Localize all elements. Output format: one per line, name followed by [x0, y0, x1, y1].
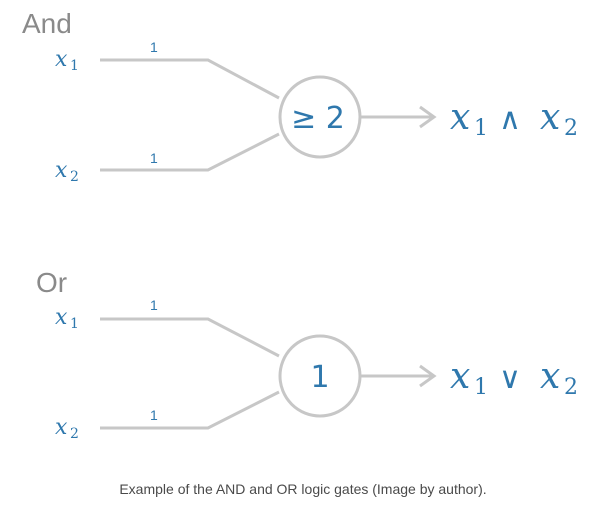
and-input-x2-var: x [55, 158, 68, 183]
or-input-x2-sub: 2 [70, 426, 79, 442]
or-threshold: 1 [310, 360, 329, 395]
and-output-operator: ∧ [499, 102, 521, 137]
and-gate-diagram: And x 1 x 2 1 1 ≥ 2 [22, 8, 578, 185]
logic-gates-figure: And x 1 x 2 1 1 ≥ 2 [22, 8, 578, 442]
or-output-expression: x 1 ∨ x 2 [450, 356, 578, 400]
and-wire-2 [100, 132, 280, 172]
and-input-x1-label: x 1 [55, 47, 79, 74]
or-output-b-var: x [540, 356, 560, 397]
and-output-a-var: x [450, 97, 470, 138]
or-wire-1 [100, 317, 280, 358]
or-output-a-var: x [450, 356, 470, 397]
and-input-x2-sub: 2 [70, 169, 79, 185]
and-output-expression: x 1 ∧ x 2 [450, 97, 578, 141]
and-input-x2-label: x 2 [55, 158, 79, 185]
or-input-x1-label: x 1 [55, 305, 79, 332]
figure-caption: Example of the AND and OR logic gates (I… [119, 481, 487, 497]
or-output-operator: ∨ [499, 361, 521, 396]
and-wire-1 [100, 58, 280, 100]
or-gate-diagram: Or x 1 x 2 1 1 1 [36, 267, 578, 442]
or-weight-1: 1 [150, 297, 158, 313]
or-output-arrow-head [419, 364, 437, 388]
or-input-x1-sub: 1 [70, 316, 79, 332]
or-input-x2-label: x 2 [55, 415, 79, 442]
and-threshold: ≥ 2 [291, 101, 345, 136]
or-gate-title: Or [36, 267, 67, 298]
and-input-x1-var: x [55, 47, 68, 72]
and-output-arrow-head [419, 105, 437, 129]
and-weight-1: 1 [150, 39, 158, 55]
or-output-a-sub: 1 [474, 375, 488, 400]
and-output-a-sub: 1 [474, 116, 488, 141]
and-output-b-var: x [540, 97, 560, 138]
or-wire-2 [100, 390, 280, 430]
and-weight-2: 1 [150, 150, 158, 166]
or-weight-2: 1 [150, 407, 158, 423]
or-output-b-sub: 2 [564, 375, 578, 400]
or-input-x1-var: x [55, 305, 68, 330]
and-output-b-sub: 2 [564, 116, 578, 141]
and-input-x1-sub: 1 [70, 58, 79, 74]
and-gate-title: And [22, 8, 72, 39]
or-input-x2-var: x [55, 415, 68, 440]
